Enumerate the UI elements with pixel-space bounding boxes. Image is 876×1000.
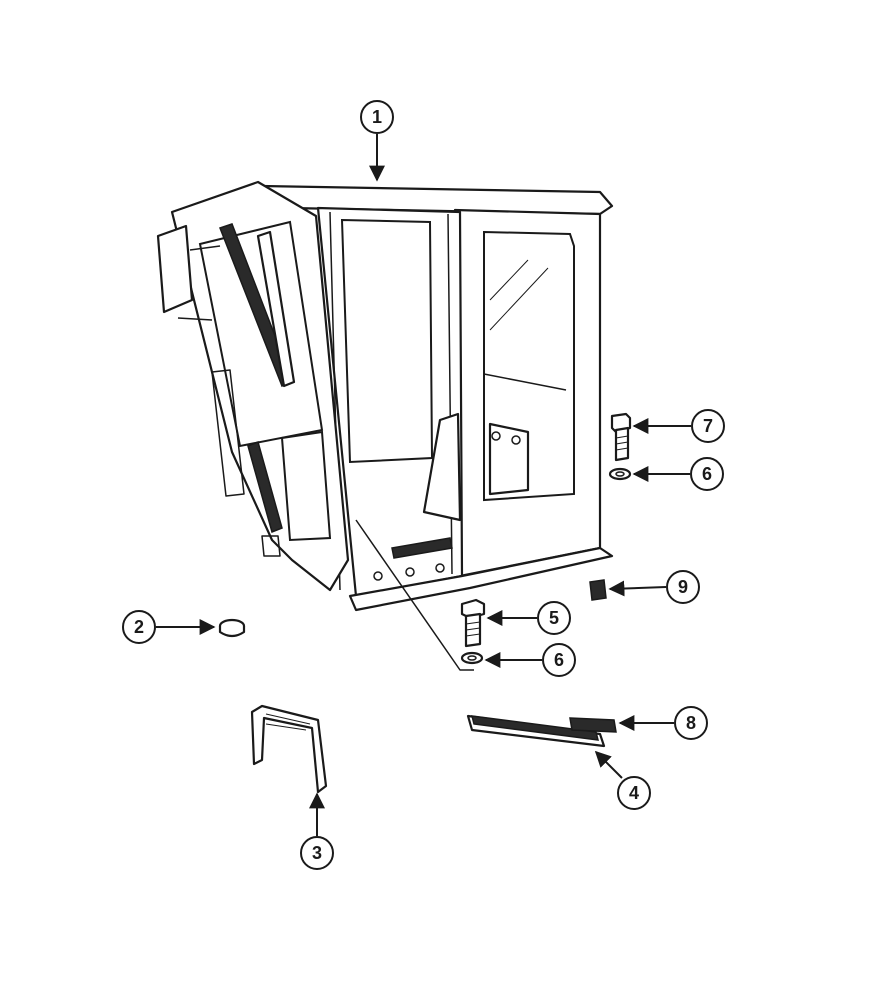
assembly-guide-line (355, 519, 474, 671)
step-pad-4 (466, 714, 606, 748)
operator-cab (156, 180, 614, 671)
callout-2: 2 (122, 610, 216, 644)
nut-9 (589, 579, 607, 601)
cab-seat-bracket (422, 412, 462, 522)
svg-text:6: 6 (702, 464, 712, 484)
washer-6-lower (460, 651, 484, 665)
svg-text:4: 4 (629, 783, 639, 803)
cap-screw-5 (460, 598, 486, 648)
lower-wiper-arm (247, 440, 283, 534)
cap-screw-7 (610, 412, 632, 462)
washer-6-upper (608, 467, 632, 481)
svg-text:3: 3 (312, 843, 322, 863)
side-window-bar (483, 373, 567, 391)
door-side-bracket (261, 535, 281, 557)
callout-5: 5 (486, 601, 571, 635)
cab-roof (260, 184, 614, 216)
callout-4: 4 (594, 750, 651, 810)
cab-mirror (156, 224, 194, 314)
svg-text:1: 1 (372, 107, 382, 127)
callout-7: 7 (632, 409, 725, 443)
svg-text:2: 2 (134, 617, 144, 637)
svg-text:7: 7 (703, 416, 713, 436)
callout-1: 1 (360, 100, 394, 182)
svg-text:6: 6 (554, 650, 564, 670)
callout-6-lower: 6 (484, 643, 576, 677)
pad-8 (569, 717, 617, 733)
cab-console (488, 422, 530, 496)
wiper-blade (256, 230, 296, 388)
callout-8: 8 (618, 706, 708, 740)
callout-3: 3 (300, 792, 334, 870)
cab-rear-window (340, 218, 434, 464)
cab-base (348, 546, 614, 612)
door-grab-handle (211, 369, 245, 497)
svg-text:8: 8 (686, 713, 696, 733)
u-bracket-part (250, 704, 328, 794)
callout-6-upper: 6 (632, 457, 724, 491)
callout-9: 9 (608, 570, 700, 604)
cab-floor-step (391, 537, 453, 559)
plug-part (218, 618, 246, 638)
svg-text:5: 5 (549, 608, 559, 628)
svg-text:9: 9 (678, 577, 688, 597)
cab-door-lower-glass (280, 430, 332, 542)
